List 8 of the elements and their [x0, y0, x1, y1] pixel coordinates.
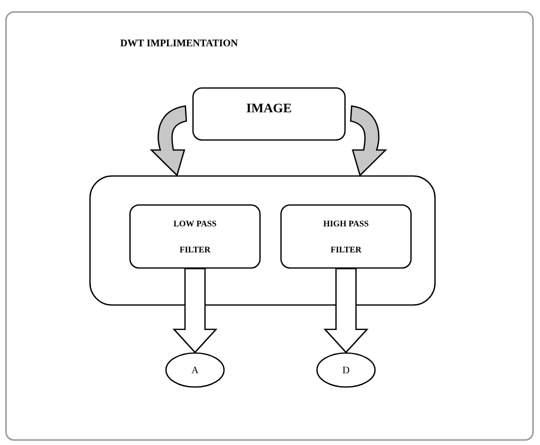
- block-arrow: [324, 268, 368, 354]
- curved-arrow: [350, 105, 386, 176]
- process-box: HIGH PASS FILTER: [280, 204, 412, 269]
- process-box: IMAGE: [192, 87, 346, 141]
- process-box: LOW PASS FILTER: [129, 204, 261, 269]
- curved-arrow: [150, 105, 187, 176]
- block-arrow: [172, 268, 218, 354]
- diagram-title: DWT IMPLIMENTATION: [120, 40, 238, 46]
